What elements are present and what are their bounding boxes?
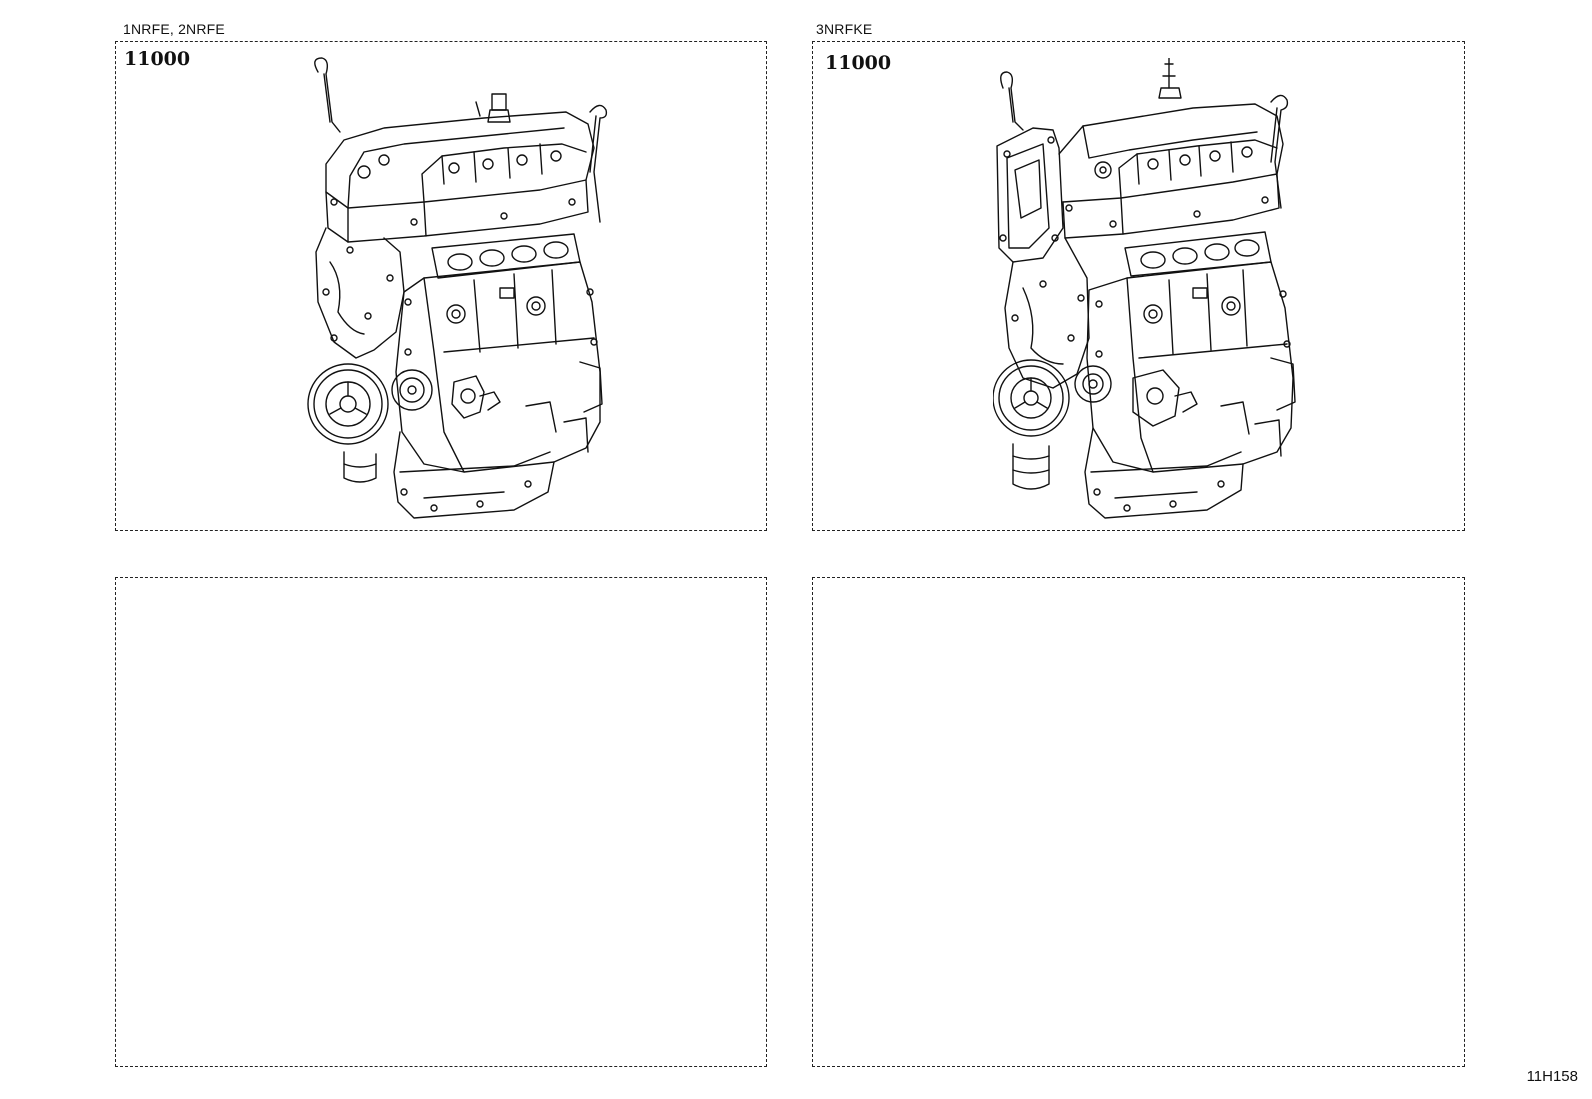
part-number-label[interactable]: 11000 xyxy=(124,48,191,70)
engine-variant-label-1nrfe-2nrfe: 1NRFE, 2NRFE xyxy=(123,21,225,37)
engine-variant-label-3nrfke: 3NRFKE xyxy=(816,21,873,37)
empty-panel-lower-left xyxy=(115,577,767,1067)
diagram-code: 11H158 xyxy=(1526,1068,1578,1085)
engine-assembly-illustration[interactable] xyxy=(993,58,1313,520)
empty-panel-lower-right xyxy=(812,577,1465,1067)
engine-panel-1nrfe-2nrfe: 11000 xyxy=(115,41,767,531)
engine-assembly-illustration[interactable] xyxy=(304,52,634,522)
part-number-label[interactable]: 11000 xyxy=(825,52,892,74)
engine-panel-3nrfke: 11000 xyxy=(812,41,1465,531)
